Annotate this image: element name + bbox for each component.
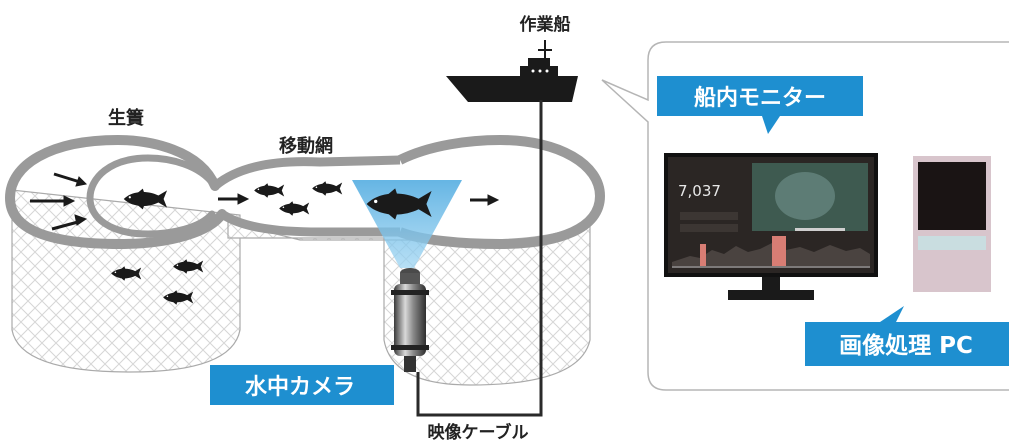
arrow-icon <box>51 214 88 231</box>
transfer-channel-bottom <box>219 210 400 237</box>
fish-icon <box>312 181 343 196</box>
underwater-camera-label: 水中カメラ <box>245 375 355 400</box>
arrow-icon <box>30 195 76 207</box>
inflow-arrows <box>30 172 500 231</box>
onboard-monitor-tag: 船内モニター <box>657 76 863 134</box>
underwater-camera-tag: 水中カメラ <box>210 365 394 405</box>
transfer-net-label: 移動網 <box>279 135 333 157</box>
transfer-net-ring <box>397 134 606 250</box>
video-cable-label: 映像ケーブル <box>428 422 529 443</box>
arrow-icon <box>470 194 500 206</box>
arrow-icon <box>218 193 250 205</box>
monitor-icon: 7,037 <box>664 153 878 300</box>
work-boat: 作業船 <box>446 14 578 102</box>
fish-pen-ring <box>4 134 227 250</box>
arrow-icon <box>53 172 88 187</box>
fish-icon <box>279 201 310 216</box>
net-structure <box>4 134 606 386</box>
onboard-monitor-label: 船内モニター <box>694 85 826 111</box>
image-processing-pc-tag: 画像処理 PC <box>805 306 1009 366</box>
camera-icon <box>391 268 429 372</box>
fish-pen-inner-ring <box>86 154 218 238</box>
work-boat-label: 作業船 <box>520 14 571 35</box>
ship-icon <box>446 40 578 102</box>
fish-pen-label: 生簀 <box>108 107 144 129</box>
fish-icon <box>254 183 285 198</box>
image-processing-pc-label: 画像処理 PC <box>839 332 973 359</box>
video-cable <box>416 100 543 417</box>
transfer-channel-top <box>212 155 401 190</box>
pc-icon <box>913 156 991 292</box>
monitor-count-value: 7,037 <box>678 182 721 200</box>
